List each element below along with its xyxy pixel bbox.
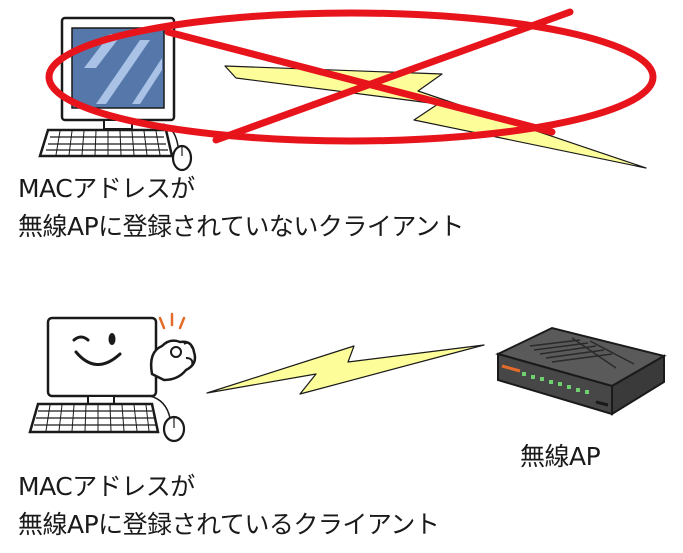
top-client-line1: MACアドレスが xyxy=(18,174,195,203)
lightning-bolt-top xyxy=(224,65,647,169)
deny-mark-icon xyxy=(45,8,657,145)
top-client-line2: 無線APに登録されていないクライアント xyxy=(18,212,464,241)
bottom-client-line2: 無線APに登録されているクライアント xyxy=(18,510,440,539)
bottom-client-line1: MACアドレスが xyxy=(18,472,195,501)
wireless-router-icon xyxy=(495,326,667,416)
happy-computer-icon xyxy=(28,312,197,443)
smiling-face-icon xyxy=(72,333,122,366)
lightning-bolt-bottom xyxy=(206,344,485,395)
ok-hand-icon xyxy=(149,339,197,382)
access-point-label: 無線AP xyxy=(520,442,601,471)
sparkle-icon xyxy=(158,312,186,330)
